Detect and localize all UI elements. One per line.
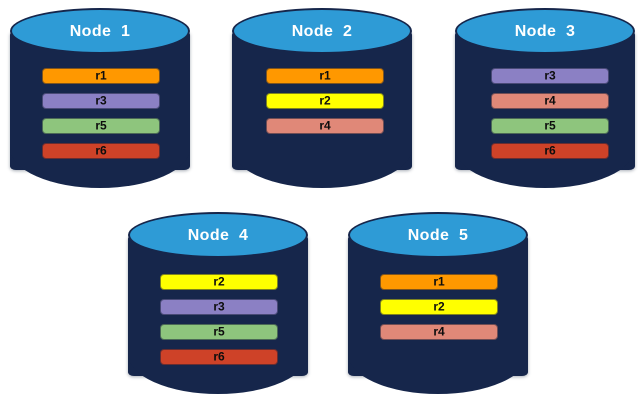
node-title: Node 5	[407, 227, 469, 244]
shard-bar[interactable]: r2	[266, 93, 384, 109]
database-node[interactable]: Node 1 r1 r3 r5 r6	[10, 8, 190, 188]
database-node[interactable]: Node 3 r3 r4 r5 r6	[455, 8, 635, 188]
shard-label: r1	[433, 274, 445, 289]
shard-bar[interactable]: r4	[491, 93, 609, 109]
node-cylinder-top: Node 4	[128, 212, 308, 258]
shard-bar[interactable]: r5	[491, 118, 609, 134]
shard-bar[interactable]: r5	[160, 324, 278, 340]
shard-bar[interactable]: r1	[380, 274, 498, 290]
shard-label: r4	[544, 93, 556, 108]
shard-list: r1 r3 r5 r6	[42, 68, 160, 159]
database-node[interactable]: Node 2 r1 r2 r4	[232, 8, 412, 188]
shard-bar[interactable]: r1	[42, 68, 160, 84]
shard-label: r5	[213, 324, 225, 339]
shard-bar[interactable]: r6	[160, 349, 278, 365]
shard-list: r1 r2 r4	[380, 274, 498, 340]
shard-list: r2 r3 r5 r6	[160, 274, 278, 365]
shard-bar[interactable]: r6	[491, 143, 609, 159]
shard-label: r3	[213, 299, 225, 314]
shard-label: r2	[213, 274, 225, 289]
shard-bar[interactable]: r6	[42, 143, 160, 159]
node-cylinder-top: Node 5	[348, 212, 528, 258]
node-cylinder-top: Node 1	[10, 8, 190, 54]
node-cylinder-base	[348, 354, 528, 394]
node-cylinder-base	[232, 148, 412, 188]
shard-bar[interactable]: r4	[266, 118, 384, 134]
shard-label: r6	[213, 349, 225, 364]
shard-label: r3	[95, 93, 107, 108]
shard-label: r1	[95, 68, 107, 83]
node-title: Node 4	[187, 227, 249, 244]
shard-bar[interactable]: r2	[160, 274, 278, 290]
node-title: Node 1	[69, 23, 131, 40]
shard-label: r4	[433, 324, 445, 339]
node-title: Node 2	[291, 23, 353, 40]
shard-list: r3 r4 r5 r6	[491, 68, 609, 159]
node-cylinder-top: Node 3	[455, 8, 635, 54]
shard-label: r6	[544, 143, 556, 158]
shard-bar[interactable]: r3	[160, 299, 278, 315]
shard-bar[interactable]: r5	[42, 118, 160, 134]
shard-label: r6	[95, 143, 107, 158]
shard-bar[interactable]: r2	[380, 299, 498, 315]
database-node[interactable]: Node 5 r1 r2 r4	[348, 212, 528, 394]
shard-label: r3	[544, 68, 556, 83]
shard-list: r1 r2 r4	[266, 68, 384, 134]
shard-bar[interactable]: r4	[380, 324, 498, 340]
shard-label: r2	[319, 93, 331, 108]
shard-label: r4	[319, 118, 331, 133]
shard-bar[interactable]: r1	[266, 68, 384, 84]
database-node[interactable]: Node 4 r2 r3 r5 r6	[128, 212, 308, 394]
shard-label: r2	[433, 299, 445, 314]
shard-label: r1	[319, 68, 331, 83]
node-cylinder-top: Node 2	[232, 8, 412, 54]
node-title: Node 3	[514, 23, 576, 40]
shard-bar[interactable]: r3	[42, 93, 160, 109]
shard-label: r5	[95, 118, 107, 133]
shard-bar[interactable]: r3	[491, 68, 609, 84]
shard-label: r5	[544, 118, 556, 133]
